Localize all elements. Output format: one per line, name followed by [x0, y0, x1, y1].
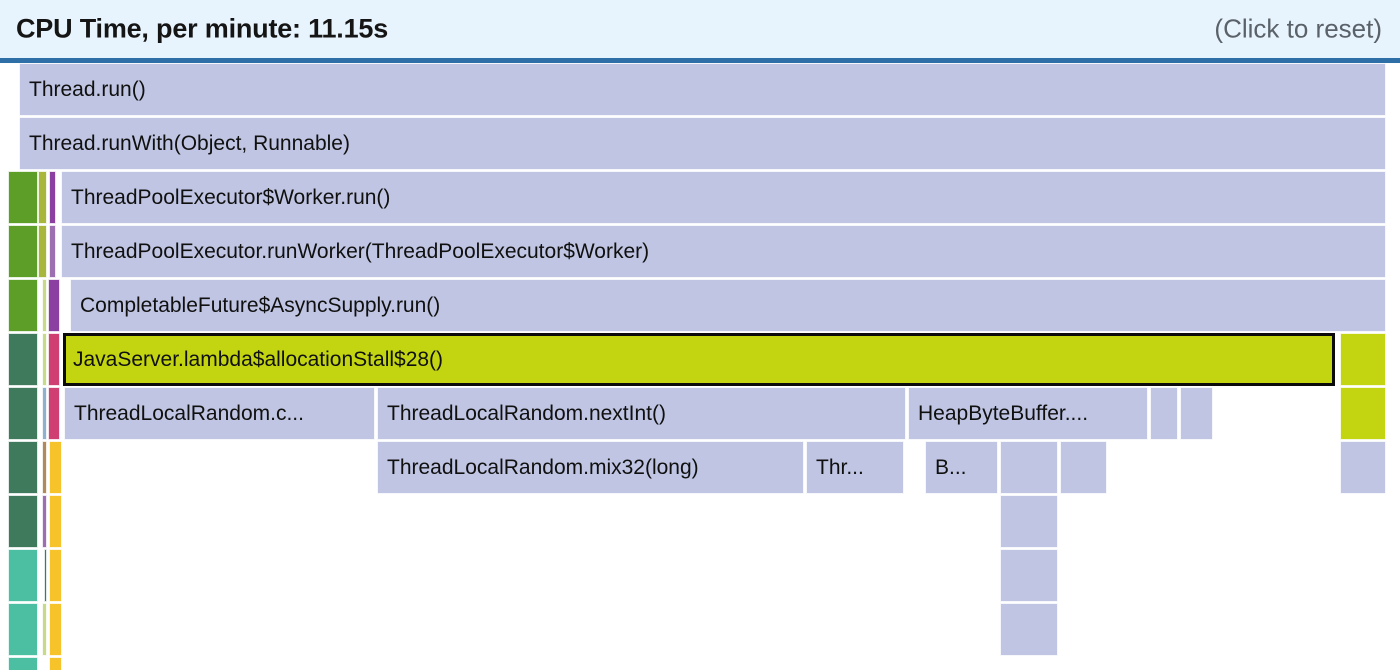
flame-frame-unlabeled[interactable]	[44, 549, 47, 602]
flame-frame-label: ThreadPoolExecutor$Worker.run()	[71, 185, 391, 209]
flame-frame[interactable]: CompletableFuture$AsyncSupply.run()	[70, 279, 1386, 332]
flame-frame-label: B...	[935, 455, 967, 479]
flamegraph-canvas[interactable]: Thread.run() Thread.runWith(Object, Runna…	[0, 63, 1400, 670]
flame-frame-unlabeled[interactable]	[38, 171, 47, 224]
flamegraph-header[interactable]: CPU Time, per minute: 11.15s (Click to r…	[0, 0, 1400, 58]
flame-frame-unlabeled[interactable]	[48, 387, 60, 440]
flame-frame-label: Thr...	[816, 455, 864, 479]
flame-frame-unlabeled[interactable]	[1180, 387, 1213, 440]
flame-frame-unlabeled[interactable]	[1000, 441, 1058, 494]
flame-frame-unlabeled[interactable]	[1340, 387, 1386, 440]
flame-frame-label: CompletableFuture$AsyncSupply.run()	[80, 293, 441, 317]
flame-frame[interactable]: ThreadLocalRandom.nextInt()	[377, 387, 906, 440]
flame-frame-unlabeled[interactable]	[42, 333, 47, 386]
flame-frame[interactable]: Thread.run()	[19, 63, 1386, 116]
flame-frame-unlabeled[interactable]	[8, 171, 38, 224]
flame-frame-unlabeled[interactable]	[8, 387, 38, 440]
flame-frame-unlabeled[interactable]	[1340, 333, 1386, 386]
flame-frame-label: ThreadPoolExecutor.runWorker(ThreadPoolE…	[71, 239, 650, 263]
flame-frame[interactable]: HeapByteBuffer....	[908, 387, 1148, 440]
flame-frame-unlabeled[interactable]	[38, 225, 47, 278]
flame-frame-unlabeled[interactable]	[8, 441, 38, 494]
flame-frame-unlabeled[interactable]	[49, 441, 62, 494]
flame-frame[interactable]: ThreadPoolExecutor.runWorker(ThreadPoolE…	[61, 225, 1386, 278]
flame-frame-unlabeled[interactable]	[42, 603, 47, 656]
flame-frame-unlabeled[interactable]	[8, 603, 38, 656]
flame-frame-unlabeled[interactable]	[42, 441, 47, 494]
flame-frame[interactable]: JavaServer.lambda$allocationStall$28()	[63, 333, 1335, 386]
flame-frame-unlabeled[interactable]	[42, 387, 47, 440]
flame-frame-unlabeled[interactable]	[49, 495, 62, 548]
flame-frame-unlabeled[interactable]	[8, 549, 38, 602]
flame-frame-unlabeled[interactable]	[8, 279, 38, 332]
flame-frame-label: ThreadLocalRandom.c...	[74, 401, 304, 425]
flame-frame-unlabeled[interactable]	[8, 495, 38, 548]
flame-frame-unlabeled[interactable]	[1150, 387, 1178, 440]
flame-frame-unlabeled[interactable]	[49, 549, 62, 602]
flame-frame-label: HeapByteBuffer....	[918, 401, 1089, 425]
flame-frame-unlabeled[interactable]	[1000, 603, 1058, 656]
flame-frame-label: ThreadLocalRandom.mix32(long)	[387, 455, 699, 479]
flame-frame-unlabeled[interactable]	[48, 333, 60, 386]
flame-frame-unlabeled[interactable]	[8, 333, 38, 386]
flame-frame-unlabeled[interactable]	[42, 279, 47, 332]
header-divider	[0, 58, 1400, 63]
flame-frame[interactable]: B...	[925, 441, 998, 494]
page-title: CPU Time, per minute: 11.15s	[16, 13, 389, 44]
flame-frame-unlabeled[interactable]	[49, 225, 56, 278]
flame-frame[interactable]: Thr...	[806, 441, 904, 494]
flame-frame[interactable]: ThreadLocalRandom.c...	[64, 387, 375, 440]
flame-frame-unlabeled[interactable]	[8, 657, 38, 670]
flame-frame-unlabeled[interactable]	[49, 603, 62, 656]
flame-frame-unlabeled[interactable]	[49, 171, 56, 224]
flame-frame-unlabeled[interactable]	[48, 279, 60, 332]
flame-frame-label: JavaServer.lambda$allocationStall$28()	[73, 347, 444, 371]
flame-frame[interactable]: ThreadPoolExecutor$Worker.run()	[61, 171, 1386, 224]
flame-frame[interactable]: Thread.runWith(Object, Runnable)	[19, 117, 1386, 170]
flame-frame-unlabeled[interactable]	[42, 495, 47, 548]
flame-frame[interactable]: ThreadLocalRandom.mix32(long)	[377, 441, 804, 494]
flame-frame-unlabeled[interactable]	[49, 657, 62, 670]
flame-frame-label: Thread.run()	[29, 77, 146, 101]
flame-frame-label: Thread.runWith(Object, Runnable)	[29, 131, 350, 155]
flame-frame-unlabeled[interactable]	[8, 225, 38, 278]
flame-frame-unlabeled[interactable]	[1340, 441, 1386, 494]
flame-frame-unlabeled[interactable]	[1000, 495, 1058, 548]
flame-frame-unlabeled[interactable]	[1000, 549, 1058, 602]
reset-hint[interactable]: (Click to reset)	[1214, 13, 1382, 44]
flame-frame-label: ThreadLocalRandom.nextInt()	[387, 401, 666, 425]
flame-frame-unlabeled[interactable]	[1060, 441, 1107, 494]
